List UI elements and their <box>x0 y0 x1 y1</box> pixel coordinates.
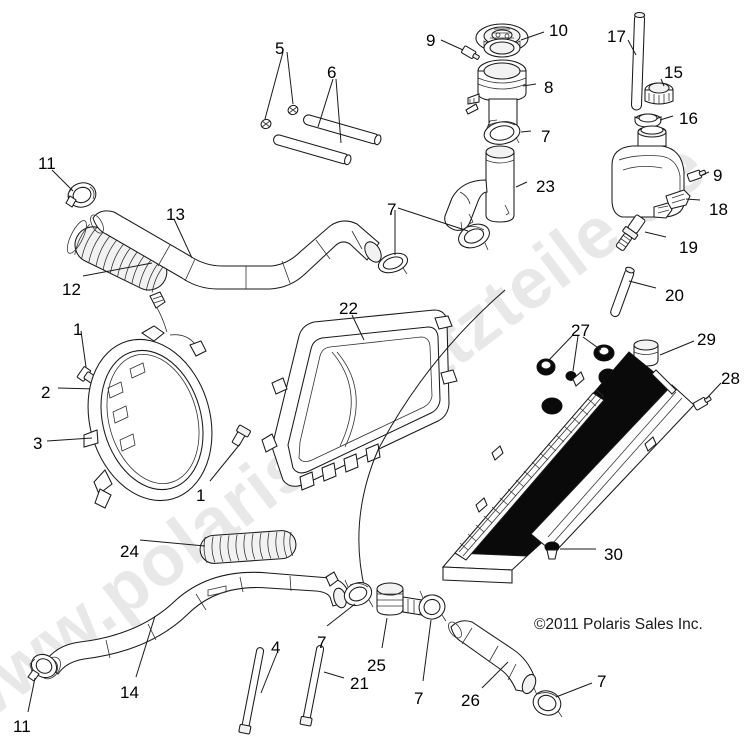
part-7c-hose-clamp <box>326 579 374 627</box>
callout-2: 2 <box>41 383 51 402</box>
callout-8: 8 <box>544 78 554 97</box>
callout-15: 15 <box>664 63 683 82</box>
callout-3: 3 <box>33 434 43 453</box>
part-24-hose-sleeve <box>139 530 297 564</box>
part-14-hose <box>41 571 351 680</box>
part-6-pins <box>273 78 382 166</box>
part-9b-fastener <box>686 169 710 182</box>
callout-14: 14 <box>120 683 139 702</box>
callout-27: 27 <box>571 321 590 340</box>
part-11b-hose-clamp <box>27 653 58 713</box>
callout-19: 19 <box>679 238 698 257</box>
callout-7-mid: 7 <box>387 200 397 219</box>
part-9a-fastener <box>440 39 480 60</box>
callout-11-bottom: 11 <box>13 717 31 736</box>
callout-23: 23 <box>536 177 555 196</box>
callout-26: 26 <box>461 691 480 710</box>
callout-1-lower: 1 <box>196 486 206 505</box>
part-26-hose <box>448 620 537 695</box>
part-1b-screw <box>209 424 251 482</box>
part-3-fan-ring <box>46 291 213 509</box>
callout-9-top: 9 <box>426 31 436 50</box>
part-7b-hose-clamps <box>377 207 490 275</box>
part-22-fan-shroud <box>261 309 458 491</box>
callout-10: 10 <box>549 21 568 40</box>
callout-18: 18 <box>709 200 728 219</box>
callout-12: 12 <box>62 280 81 299</box>
callout-9-right: 9 <box>713 166 723 185</box>
part-16-seal <box>634 113 674 128</box>
part-15-reservoir-cap <box>644 78 674 105</box>
callout-4: 4 <box>271 638 281 657</box>
callout-7-tee-left: 7 <box>317 633 327 652</box>
callout-1-upper: 1 <box>73 320 83 339</box>
part-13-hose <box>90 210 382 290</box>
callout-11-upper: 11 <box>38 154 56 173</box>
callout-22: 22 <box>339 299 358 318</box>
callout-17: 17 <box>607 27 626 46</box>
callout-13: 13 <box>166 205 185 224</box>
part-28-fastener <box>692 382 722 411</box>
part-19-fitting <box>615 214 667 251</box>
part-4-tie-strap <box>238 647 278 735</box>
callout-24: 24 <box>120 542 139 561</box>
callout-21: 21 <box>350 674 369 693</box>
part-23-hose <box>444 145 528 231</box>
radiator-core <box>441 351 695 584</box>
callout-30: 30 <box>604 545 623 564</box>
callout-25: 25 <box>367 656 386 675</box>
part-18-reservoir-bottle <box>611 125 701 219</box>
part-29-radiator-neck <box>633 339 695 367</box>
callout-7-upper: 7 <box>541 127 551 146</box>
callout-29: 29 <box>697 330 716 349</box>
part-17-tube <box>627 11 646 111</box>
part-7e-hose-clamp <box>532 682 593 718</box>
part-20-tube <box>610 266 657 318</box>
part-7a-hose-clamp <box>483 119 532 145</box>
callout-20: 20 <box>665 286 684 305</box>
callout-16: 16 <box>679 109 698 128</box>
callout-5: 5 <box>275 39 285 58</box>
part-10-radiator-cap <box>475 23 545 58</box>
callout-28: 28 <box>721 369 740 388</box>
callout-7-tee-right: 7 <box>414 689 424 708</box>
part-30-drain-plug <box>544 541 596 560</box>
copyright-notice: ©2011 Polaris Sales Inc. <box>534 616 703 633</box>
part-11a-hose-clamp <box>51 169 97 208</box>
part-21-tie-strap <box>299 645 345 727</box>
part-7d-hose-clamp <box>418 590 447 682</box>
callout-6: 6 <box>327 63 337 82</box>
part-5-screws <box>260 51 299 130</box>
callout-7-bottom: 7 <box>597 672 607 691</box>
